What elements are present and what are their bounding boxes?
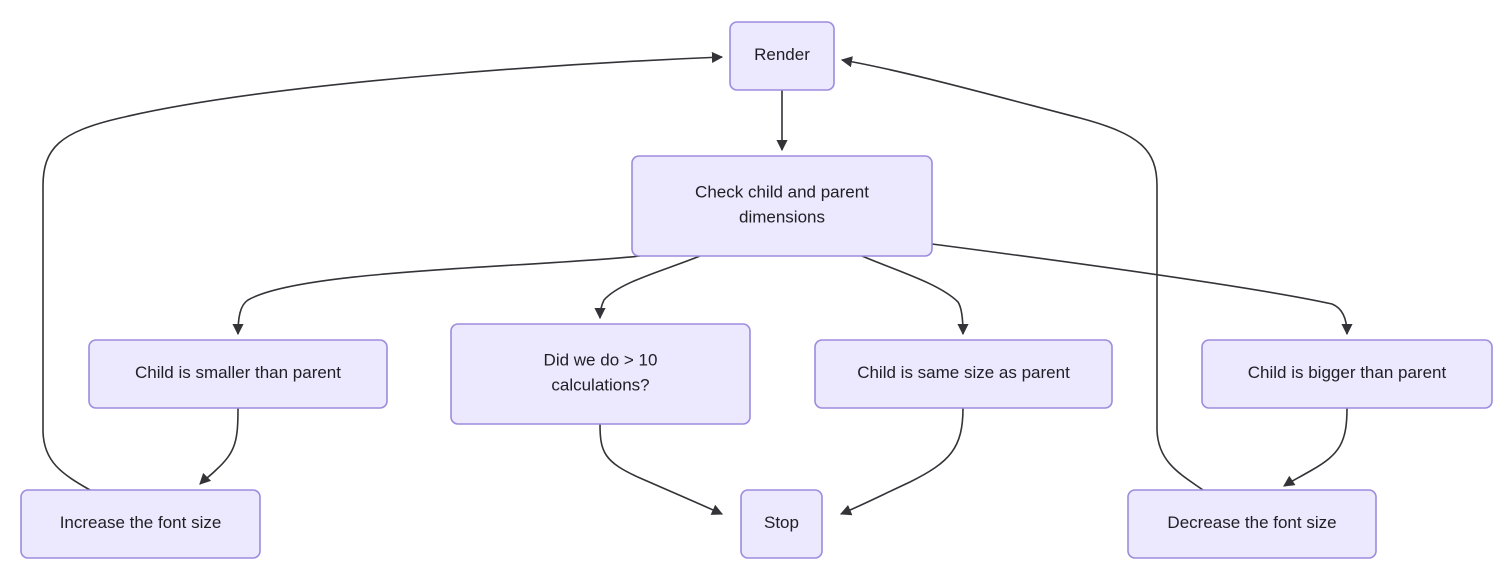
node-box[interactable] [450, 323, 751, 425]
flow-edge [840, 56, 1204, 491]
flow-edge [594, 255, 701, 320]
flow-edge [42, 51, 724, 491]
node-box[interactable] [20, 489, 261, 559]
flow-node-decrease[interactable]: Decrease the font size [1127, 489, 1377, 559]
node-box[interactable] [88, 339, 388, 409]
flow-edge [232, 255, 641, 336]
node-box[interactable] [729, 21, 835, 91]
flow-edge [931, 243, 1353, 336]
flow-edge [839, 407, 964, 516]
flow-node-stop[interactable]: Stop [740, 489, 823, 559]
node-label: Increase the font size [60, 513, 222, 532]
node-label: Render [754, 45, 810, 64]
flow-node-render[interactable]: Render [729, 21, 835, 91]
flow-node-same[interactable]: Child is same size as parent [814, 339, 1113, 409]
node-label: Decrease the font size [1167, 513, 1336, 532]
node-label: Stop [764, 513, 799, 532]
flow-node-increase[interactable]: Increase the font size [20, 489, 261, 559]
node-box[interactable] [1127, 489, 1377, 559]
node-box[interactable] [740, 489, 823, 559]
edge-layer [42, 51, 1353, 516]
node-box[interactable] [1201, 339, 1493, 409]
flow-edge [199, 407, 239, 485]
node-label: Child is bigger than parent [1248, 363, 1447, 382]
node-box[interactable] [631, 155, 933, 257]
node-box[interactable] [814, 339, 1113, 409]
flow-edge [599, 423, 724, 515]
flow-node-smaller[interactable]: Child is smaller than parent [88, 339, 388, 409]
node-label: Child is same size as parent [857, 363, 1070, 382]
flow-edge [1283, 407, 1348, 487]
node-label: Child is smaller than parent [135, 363, 341, 382]
flow-node-bigger[interactable]: Child is bigger than parent [1201, 339, 1493, 409]
flow-edge [861, 255, 969, 336]
